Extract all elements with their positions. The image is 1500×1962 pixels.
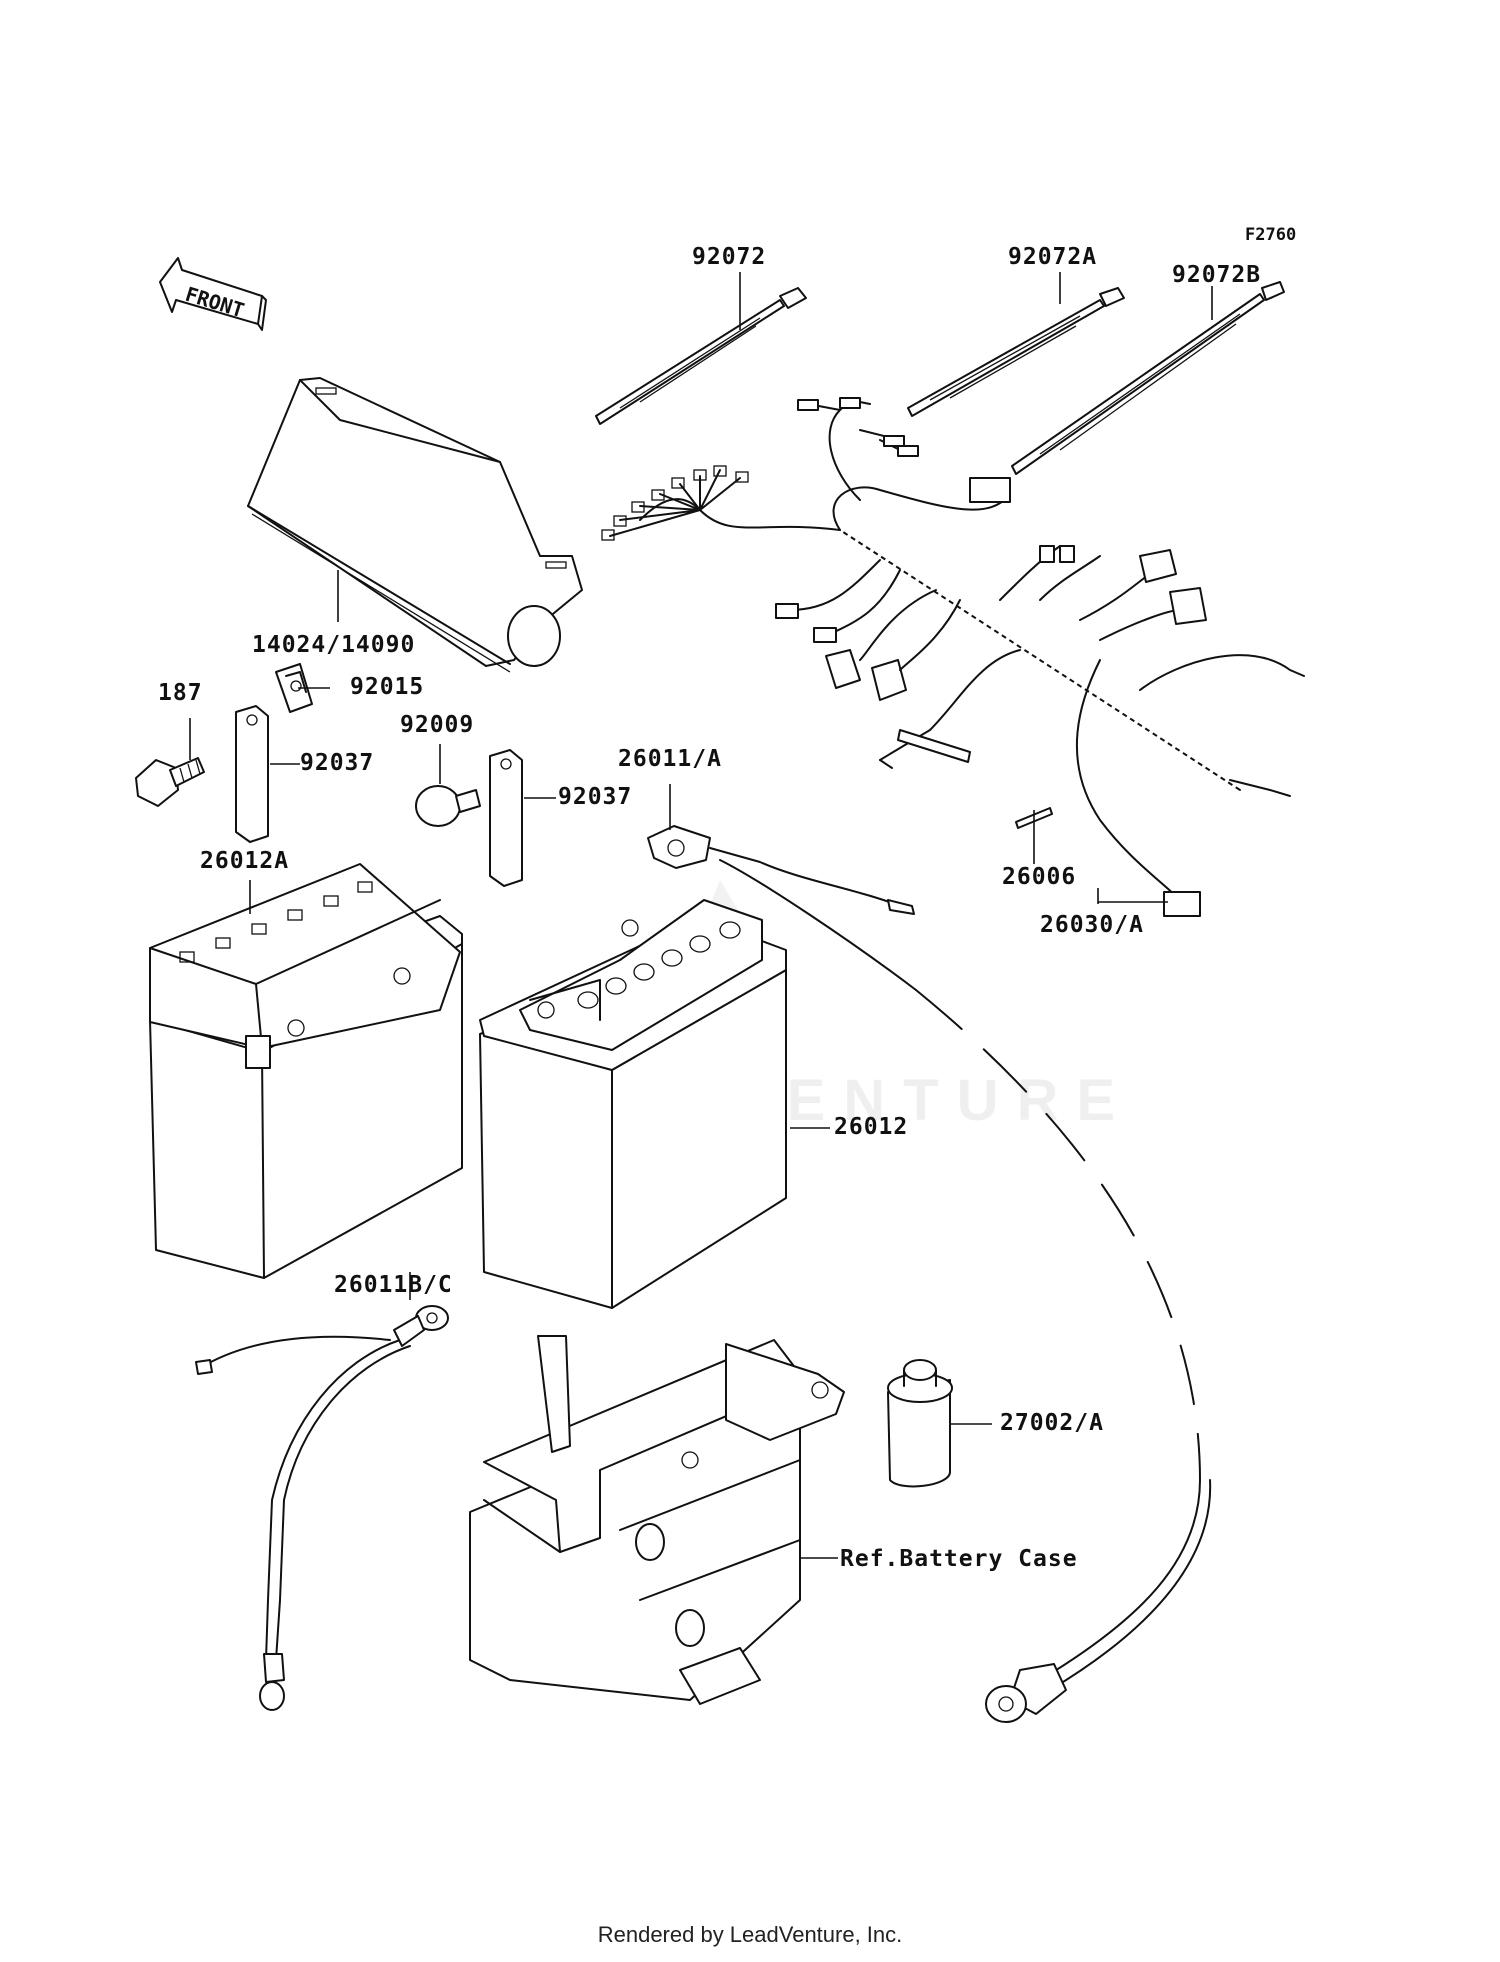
solenoid-27002A [887,1359,953,1488]
label-92015: 92015 [350,674,424,700]
battery-case-ref [469,1335,845,1705]
leader-lines [189,272,1213,1559]
cable-26011A [647,825,1212,1723]
label-27002-A: 27002/A [1000,1410,1104,1436]
strap-92037-a [235,705,269,843]
label-92037-b: 92037 [558,784,632,810]
footer-credit: Rendered by LeadVenture, Inc. [597,1922,903,1947]
cable-26011BC [195,1305,449,1711]
label-26012: 26012 [834,1114,908,1140]
label-187: 187 [158,680,203,706]
battery-cover-sheet [247,377,583,673]
battery-26012 [479,899,787,1309]
label-14024-14090: 14024/14090 [252,632,415,658]
battery-26012A [149,863,463,1279]
cable-tie-92072A [907,287,1125,417]
label-92037-a: 92037 [300,750,374,776]
strap-92037-b [489,749,523,887]
wire-harness [601,397,1305,917]
front-arrow-icon: FRONT [159,257,267,331]
label-26006: 26006 [1002,864,1076,890]
label-ref-battery-case: Ref.Battery Case [840,1546,1078,1572]
label-26011-A: 26011/A [618,746,722,772]
label-92009: 92009 [400,712,474,738]
label-26030-A: 26030/A [1040,912,1144,938]
label-92072: 92072 [692,244,766,270]
screw-92009 [415,785,481,827]
figure-number: F2760 [1245,225,1296,245]
label-92072A: 92072A [1008,244,1097,270]
part-labels: 92072 92072A 92072B 14024/14090 92015 18… [158,244,1261,1572]
cable-tie-92072 [595,287,807,425]
cable-tie-92072B [1011,281,1285,475]
bolt-187 [135,757,205,807]
label-26011B-C: 26011B/C [334,1272,453,1298]
label-26012A: 26012A [200,848,289,874]
clip-92015 [275,663,313,713]
label-92072B: 92072B [1172,262,1261,288]
